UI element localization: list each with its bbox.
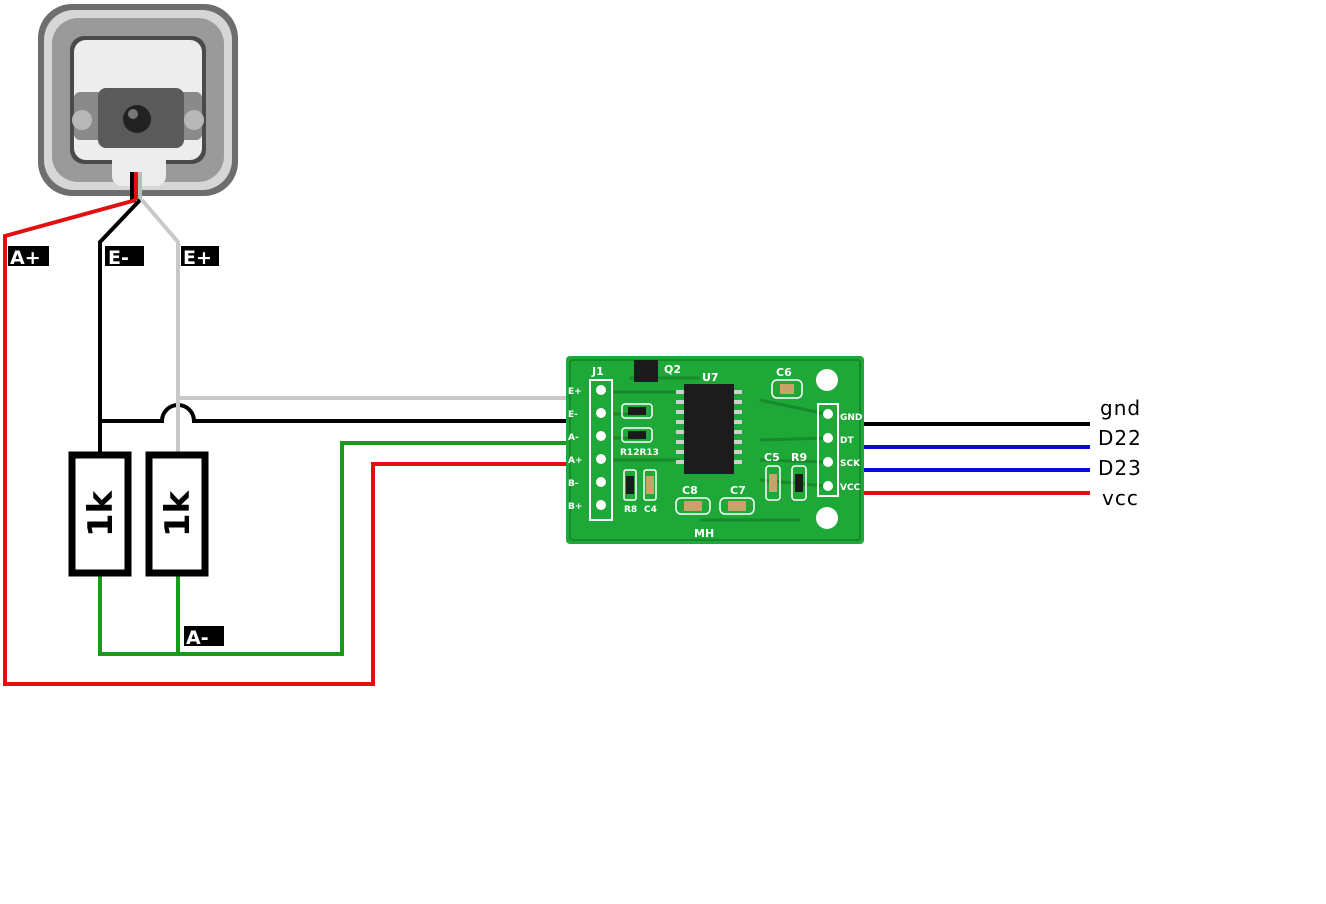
tag-a-plus: A+ xyxy=(8,246,49,269)
resistor-1-label: 1k xyxy=(81,489,121,537)
wire-gnd xyxy=(824,412,1090,426)
pin-b-plus: B+ xyxy=(568,502,582,512)
c4-label: C4 xyxy=(644,505,657,515)
wire-vcc xyxy=(825,484,1090,495)
pin-dt: DT xyxy=(840,436,854,446)
pin-e-plus: E+ xyxy=(568,387,582,397)
pin-e-minus: E- xyxy=(568,410,578,420)
pin-b-minus: B- xyxy=(568,479,579,489)
r8-label: R8 xyxy=(624,505,637,515)
label-gnd: gnd xyxy=(1100,396,1141,420)
wire-sck xyxy=(825,460,1090,472)
pin-gnd: GND xyxy=(840,413,862,423)
label-vcc: vcc xyxy=(1102,486,1139,510)
wire-a-plus xyxy=(3,198,600,686)
resistor-2-label: 1k xyxy=(158,489,198,537)
tag-e-plus-text: E+ xyxy=(183,247,212,269)
c8-label: C8 xyxy=(682,484,698,497)
u7-label: U7 xyxy=(702,371,719,384)
u7-chip xyxy=(676,384,742,474)
wire-e-plus xyxy=(140,198,600,455)
j1-label: J1 xyxy=(591,365,604,378)
r12r13-label: R12R13 xyxy=(620,448,659,458)
wire-dt xyxy=(824,436,1090,449)
tag-a-minus: A- xyxy=(184,626,224,649)
wire-a-minus xyxy=(98,441,600,656)
label-d22: D22 xyxy=(1098,426,1142,450)
hx711-board: J1 E+ E- A- A+ B- B+ GND DT SCK VCC Q2 xyxy=(566,356,864,544)
c5-label: C5 xyxy=(764,451,780,464)
pin-a-minus: A- xyxy=(568,433,579,443)
tag-a-plus-text: A+ xyxy=(10,247,41,269)
resistor-1: 1k xyxy=(68,451,132,577)
tag-a-minus-text: A- xyxy=(186,627,209,649)
pin-sck: SCK xyxy=(840,459,861,469)
maker-mark: MH xyxy=(694,527,714,540)
tag-e-minus-text: E- xyxy=(108,247,129,269)
r9-label: R9 xyxy=(791,451,807,464)
label-d23: D23 xyxy=(1098,456,1142,480)
q2-label: Q2 xyxy=(664,363,681,376)
pin-vcc: VCC xyxy=(840,483,861,493)
c6-label: C6 xyxy=(776,366,792,379)
c7-label: C7 xyxy=(730,484,746,497)
pin-a-plus: A+ xyxy=(568,456,583,466)
load-cell-image xyxy=(38,4,238,200)
tag-e-plus: E+ xyxy=(181,246,219,269)
resistor-2: 1k xyxy=(145,451,209,577)
tag-e-minus: E- xyxy=(105,246,144,269)
